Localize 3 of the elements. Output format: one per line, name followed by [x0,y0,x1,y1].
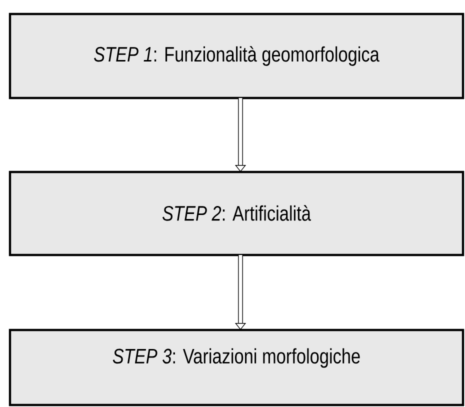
step-box: STEP 1: Funzionalità geomorfologica [8,12,464,100]
step-box: STEP 3: Variazioni morfologiche [8,328,464,406]
step-box: STEP 2: Artificialità [8,170,464,256]
